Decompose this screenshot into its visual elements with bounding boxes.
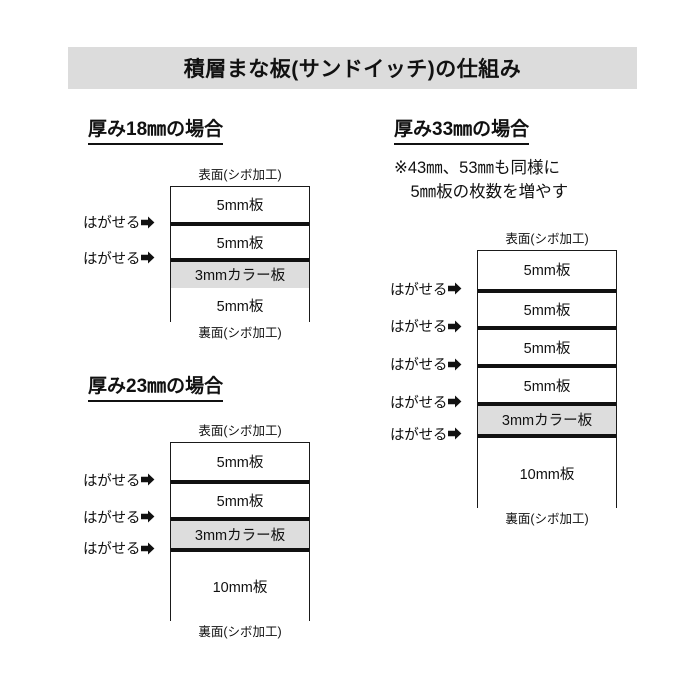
section-thickness-23: 厚み23㎜の場合: [88, 375, 224, 402]
section-heading-23: 厚み23㎜の場合: [88, 375, 224, 402]
board-layer: 3mmカラー板: [171, 516, 309, 548]
board-layer: 3mmカラー板: [171, 257, 309, 288]
peelable-label: はがせる: [390, 427, 448, 444]
peelable-marker: はがせる: [390, 423, 462, 444]
peelable-label: はがせる: [390, 282, 448, 299]
top-face-label-33: 表面(シボ加工): [505, 232, 589, 246]
board-layer-label: 10mm板: [519, 466, 575, 483]
bottom-face-label-33: 裏面(シボ加工): [505, 512, 589, 526]
peelable-marker: はがせる: [83, 212, 155, 233]
section-heading-18: 厚み18㎜の場合: [88, 118, 224, 145]
board-layer-label: 3mmカラー板: [501, 413, 593, 430]
right-arrow-icon: [141, 541, 155, 555]
board-layer-label: 5mm板: [523, 340, 571, 357]
peelable-label: はがせる: [390, 395, 448, 412]
diagram-title-banner: 積層まな板(サンドイッチ)の仕組み: [68, 47, 637, 89]
peelable-marker: はがせる: [83, 506, 155, 527]
peelable-marker: はがせる: [390, 316, 462, 337]
board-layer: 10mm板: [478, 433, 616, 509]
board-layer-label: 3mmカラー板: [194, 268, 286, 285]
right-arrow-icon: [141, 510, 155, 524]
board-layer-label: 5mm板: [523, 303, 571, 320]
page-title: 積層まな板(サンドイッチ)の仕組み: [183, 58, 522, 81]
top-face-label-23: 表面(シボ加工): [198, 424, 282, 438]
board-layer-label: 5mm板: [523, 378, 571, 395]
board-layer: 5mm板: [171, 187, 309, 223]
board-layer-label: 10mm板: [212, 580, 268, 597]
right-arrow-icon: [448, 427, 462, 441]
right-arrow-icon: [141, 215, 155, 229]
board-layer: 5mm板: [478, 364, 616, 402]
peelable-marker: はがせる: [390, 391, 462, 412]
peelable-label: はがせる: [390, 319, 448, 336]
board-layer: 3mmカラー板: [478, 401, 616, 434]
section-heading-33: 厚み33㎜の場合: [394, 118, 530, 145]
board-layer: 5mm板: [171, 222, 309, 258]
board-layer: 5mm板: [171, 443, 309, 480]
board-layer-label: 5mm板: [216, 454, 264, 471]
peelable-label: はがせる: [83, 510, 141, 527]
right-arrow-icon: [448, 282, 462, 296]
section-note-33: ※43㎜、53㎜も同様に 5㎜板の枚数を増やす: [394, 158, 569, 201]
board-layer-label: 5mm板: [523, 263, 571, 280]
peelable-marker: はがせる: [83, 538, 155, 559]
right-arrow-icon: [448, 319, 462, 333]
board-layer-label: 3mmカラー板: [194, 527, 286, 544]
right-arrow-icon: [448, 395, 462, 409]
section-thickness-33: 厚み33㎜の場合 ※43㎜、53㎜も同様に 5㎜板の枚数を増やす: [394, 118, 568, 205]
peelable-marker: はがせる: [390, 278, 462, 299]
peelable-label: はがせる: [83, 215, 141, 232]
board-layer-label: 5mm板: [216, 493, 264, 510]
peelable-label: はがせる: [83, 541, 141, 558]
board-layer: 5mm板: [478, 288, 616, 327]
board-layer: 10mm板: [171, 548, 309, 622]
board-layer-label: 5mm板: [216, 198, 264, 215]
peelable-label: はがせる: [390, 357, 448, 374]
peelable-marker: はがせる: [83, 247, 155, 268]
bottom-face-label-23: 裏面(シボ加工): [198, 625, 282, 639]
peelable-label: はがせる: [83, 251, 141, 268]
peelable-label: はがせる: [83, 473, 141, 490]
bottom-face-label-18: 裏面(シボ加工): [198, 326, 282, 340]
board-layer-label: 5mm板: [216, 235, 264, 252]
board-layer: 5mm板: [171, 287, 309, 323]
right-arrow-icon: [141, 473, 155, 487]
peelable-marker: はがせる: [390, 354, 462, 375]
board-layer: 5mm板: [478, 251, 616, 289]
board-layer: 5mm板: [171, 479, 309, 517]
top-face-label-18: 表面(シボ加工): [198, 168, 282, 182]
section-thickness-18: 厚み18㎜の場合: [88, 118, 224, 145]
right-arrow-icon: [141, 251, 155, 265]
board-layer: 5mm板: [478, 326, 616, 365]
right-arrow-icon: [448, 357, 462, 371]
board-layer-label: 5mm板: [216, 298, 264, 315]
peelable-marker: はがせる: [83, 469, 155, 490]
